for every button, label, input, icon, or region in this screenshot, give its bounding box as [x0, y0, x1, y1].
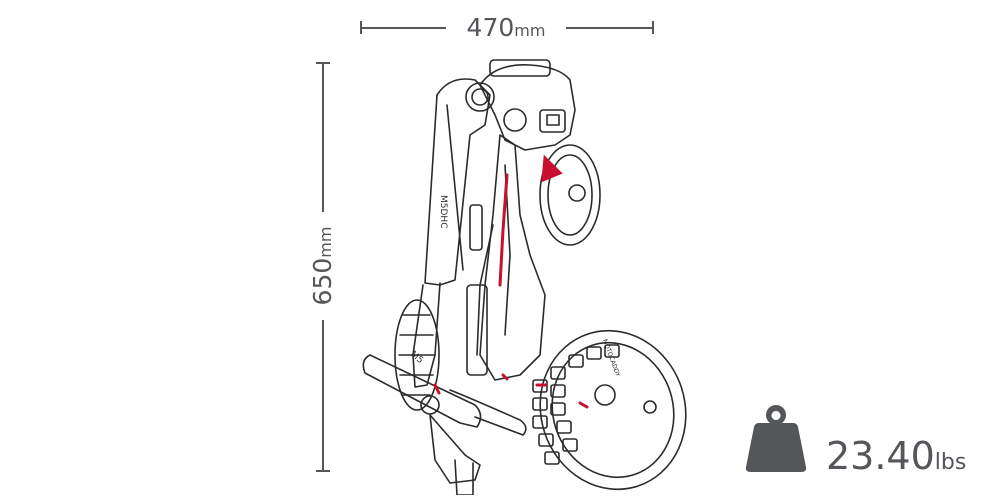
front-lower-wheel [539, 329, 687, 491]
width-dimension-label: 470mm [446, 14, 566, 45]
height-dimension: 650mm [308, 62, 337, 472]
weight-icon [745, 405, 807, 472]
width-value: 470 [466, 13, 515, 42]
height-dimension-cap-bottom [316, 470, 330, 472]
width-unit: mm [514, 21, 546, 40]
height-dimension-line-top [322, 62, 324, 212]
frame-model-mark: M5DHC [438, 195, 448, 228]
trolley-chassis [479, 134, 546, 381]
width-dimension: 470mm [360, 14, 654, 42]
height-value: 650 [308, 257, 337, 306]
weight-label: 23.40lbs [826, 434, 966, 485]
rear-upper-wheel [539, 144, 601, 246]
height-unit: mm [316, 226, 335, 258]
frame-red-accent [498, 173, 509, 287]
weight-unit: lbs [934, 450, 967, 475]
trolley-top-head [479, 64, 576, 151]
height-dimension-label: 650mm [308, 206, 337, 326]
trolley-handle-column [424, 78, 491, 286]
width-dimension-line-right [566, 27, 654, 29]
wheel-tread-pattern [532, 344, 620, 465]
left-folded-wheel [394, 299, 440, 411]
width-dimension-cap-left [360, 21, 362, 34]
width-dimension-line-left [360, 27, 446, 29]
height-dimension-line-bottom [322, 320, 324, 472]
folded-golf-trolley-illustration: M5DHC M5 MOTOCADDY [362, 59, 687, 495]
width-dimension-cap-right [652, 21, 654, 34]
trolley-handle-grip [362, 354, 482, 428]
handle-model-mark: M5 [408, 350, 425, 366]
trolley-foot [429, 414, 481, 484]
weight-value: 23.40 [826, 434, 935, 478]
